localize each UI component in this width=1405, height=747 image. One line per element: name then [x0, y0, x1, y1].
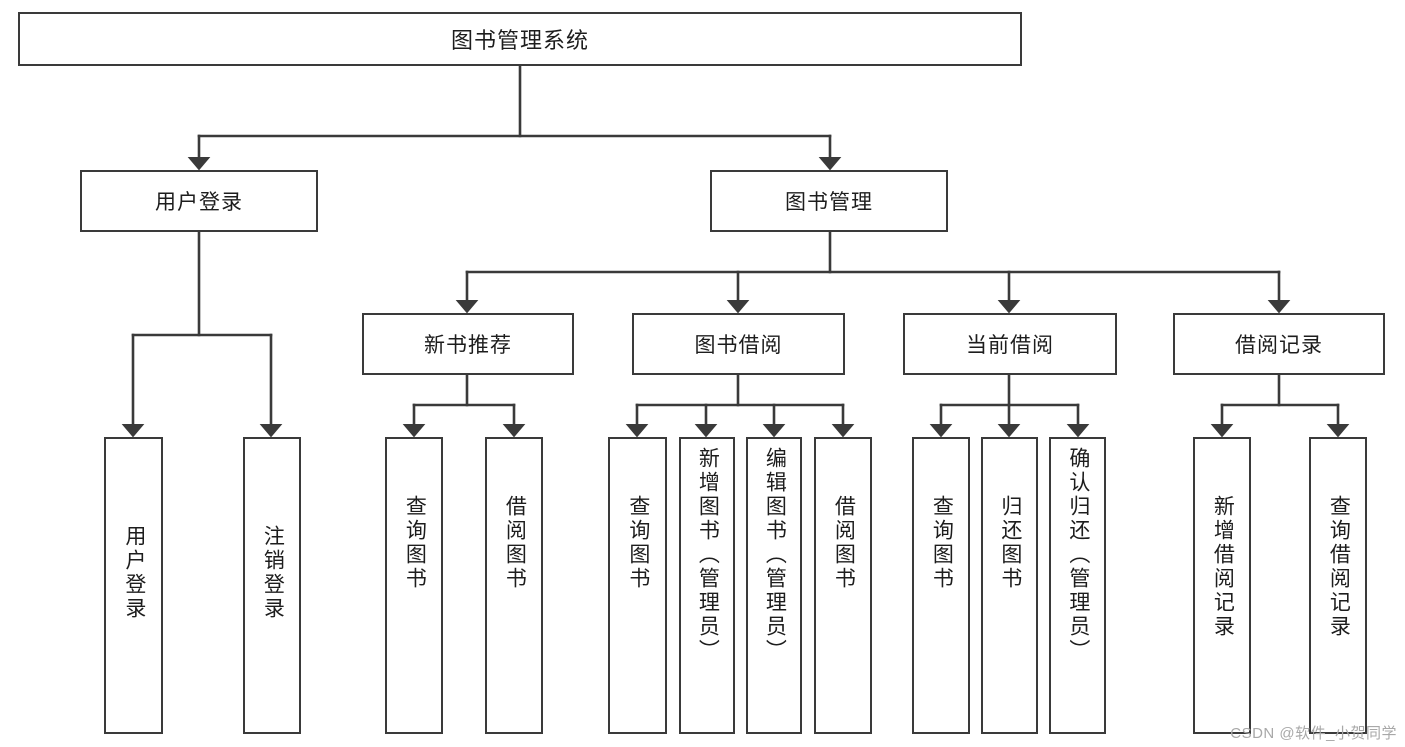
node-root-label: 图书管理系统	[450, 28, 589, 53]
leaf-label: 用户登录	[122, 525, 146, 621]
leaf-label: 编辑图书（管理员）	[763, 447, 787, 663]
leaf-borrow-record-add-record[interactable]: 新增借阅记录	[1193, 437, 1251, 734]
leaf-current-borrow-query-book[interactable]: 查询图书	[912, 437, 970, 734]
leaf-label: 查询借阅记录	[1327, 495, 1351, 639]
leaf-label: 查询图书	[403, 495, 427, 591]
leaf-label: 借阅图书	[832, 495, 856, 591]
leaf-label: 借阅图书	[503, 495, 527, 591]
node-new-book-recommend-label: 新书推荐	[424, 334, 512, 357]
node-book-management-label: 图书管理	[785, 191, 873, 214]
leaf-current-borrow-return-book[interactable]: 归还图书	[981, 437, 1038, 734]
leaf-label: 新增图书（管理员）	[696, 447, 720, 663]
csdn-watermark: CSDN @软件_小贺同学	[1230, 725, 1397, 742]
node-borrow-record-label: 借阅记录	[1235, 334, 1323, 357]
leaf-book-borrow-add-book-admin[interactable]: 新增图书（管理员）	[679, 437, 735, 734]
leaf-new-book-query-book[interactable]: 查询图书	[385, 437, 443, 734]
leaf-label: 查询图书	[626, 495, 650, 591]
node-new-book-recommend[interactable]: 新书推荐	[362, 313, 574, 375]
node-current-borrow-label: 当前借阅	[966, 334, 1054, 357]
leaf-label: 归还图书	[998, 495, 1022, 591]
node-book-management[interactable]: 图书管理	[710, 170, 948, 232]
node-current-borrow[interactable]: 当前借阅	[903, 313, 1117, 375]
leaf-label: 确认归还（管理员）	[1066, 447, 1090, 663]
node-root-system[interactable]: 图书管理系统	[18, 12, 1022, 66]
leaf-current-borrow-confirm-return-admin[interactable]: 确认归还（管理员）	[1049, 437, 1106, 734]
leaf-book-borrow-edit-book-admin[interactable]: 编辑图书（管理员）	[746, 437, 802, 734]
node-book-borrow-label: 图书借阅	[694, 334, 783, 357]
node-borrow-record[interactable]: 借阅记录	[1173, 313, 1385, 375]
node-user-login[interactable]: 用户登录	[80, 170, 318, 232]
leaf-borrow-record-query-record[interactable]: 查询借阅记录	[1309, 437, 1367, 734]
leaf-label: 注销登录	[261, 525, 285, 621]
node-book-borrow[interactable]: 图书借阅	[632, 313, 845, 375]
leaf-user-login-signout[interactable]: 注销登录	[243, 437, 301, 734]
node-user-login-label: 用户登录	[155, 191, 243, 214]
leaf-user-login-signin[interactable]: 用户登录	[104, 437, 163, 734]
leaf-book-borrow-borrow-book[interactable]: 借阅图书	[814, 437, 872, 734]
leaf-label: 查询图书	[930, 495, 954, 591]
leaf-label: 新增借阅记录	[1211, 495, 1235, 639]
leaf-new-book-borrow-book[interactable]: 借阅图书	[485, 437, 543, 734]
leaf-book-borrow-query-book[interactable]: 查询图书	[608, 437, 667, 734]
